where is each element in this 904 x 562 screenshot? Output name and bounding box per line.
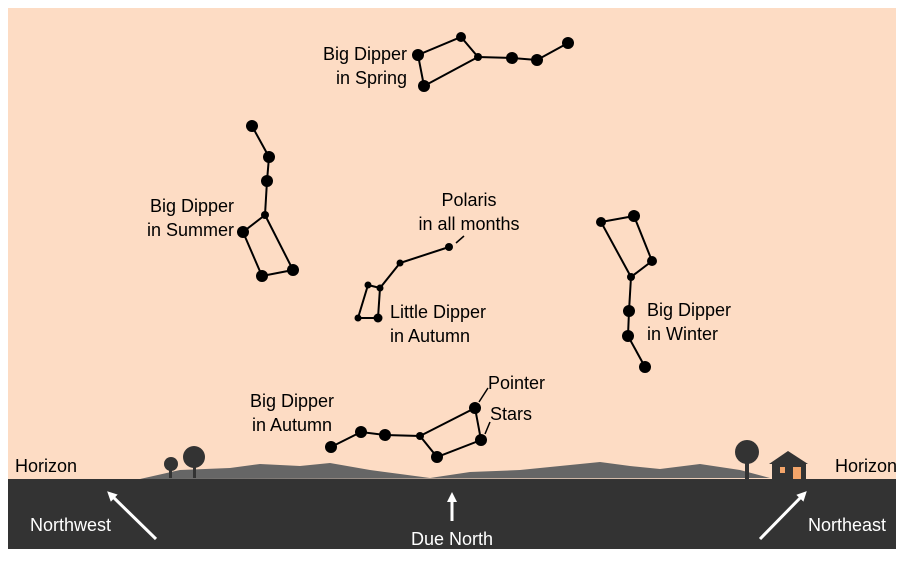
- house-icon: [769, 451, 808, 479]
- stars-big-dipper-autumn: [325, 402, 487, 463]
- label-big-dipper-spring-1: Big Dipper: [323, 44, 407, 64]
- label-little-dipper-1: Little Dipper: [390, 302, 486, 322]
- stars-big-dipper-winter: [596, 210, 657, 373]
- label-due-north: Due North: [411, 529, 493, 549]
- stars-big-dipper-spring: [412, 32, 574, 92]
- label-big-dipper-winter-2: in Winter: [647, 324, 718, 344]
- tree-icon: [735, 440, 759, 479]
- label-big-dipper-summer-1: Big Dipper: [150, 196, 234, 216]
- label-little-dipper-2: in Autumn: [390, 326, 470, 346]
- label-horizon-left: Horizon: [15, 456, 77, 476]
- label-big-dipper-winter-1: Big Dipper: [647, 300, 731, 320]
- pointer-leader-line: [478, 387, 489, 403]
- tree-icon: [164, 446, 205, 478]
- northwest-arrow-icon: [107, 491, 158, 541]
- label-big-dipper-autumn-1: Big Dipper: [250, 391, 334, 411]
- label-big-dipper-summer-2: in Summer: [147, 220, 234, 240]
- northeast-arrow-icon: [758, 491, 807, 541]
- label-northeast: Northeast: [808, 515, 886, 535]
- label-polaris-2: in all months: [418, 214, 519, 234]
- label-big-dipper-autumn-2: in Autumn: [252, 415, 332, 435]
- distant-hills: [140, 462, 770, 479]
- label-northwest: Northwest: [30, 515, 111, 535]
- label-stars: Stars: [490, 404, 532, 424]
- label-big-dipper-spring-2: in Spring: [336, 68, 407, 88]
- label-pointer: Pointer: [488, 373, 545, 393]
- polaris-leader-line: [455, 235, 465, 244]
- label-horizon-right: Horizon: [835, 456, 897, 476]
- stars-big-dipper-summer: [237, 120, 299, 282]
- sky-background: [8, 8, 896, 480]
- stars-leader-line: [484, 421, 491, 435]
- stars-little-dipper-autumn: [354, 243, 453, 323]
- label-polaris-1: Polaris: [441, 190, 496, 210]
